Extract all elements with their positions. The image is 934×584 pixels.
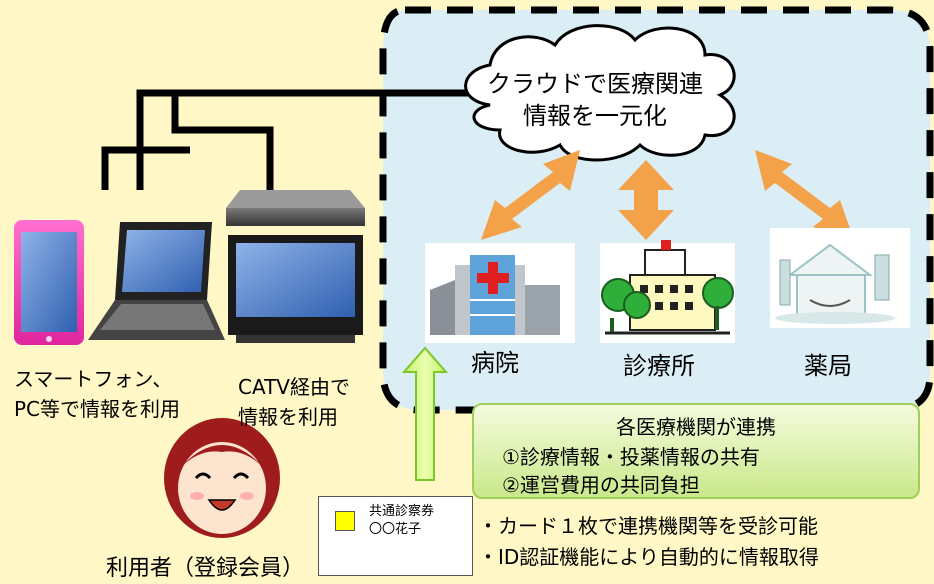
orange-double-arrows <box>481 150 854 240</box>
smartphone-icon <box>14 220 84 345</box>
card-holder-name: 〇〇花子 <box>369 522 422 537</box>
phone-pc-caption-line1: スマートフォン、 <box>14 367 173 391</box>
cloud-caption-line1: クラウドで医療関連 <box>487 70 703 98</box>
green-up-arrow <box>401 346 449 481</box>
collaboration-title: 各医療機関が連携 <box>616 415 776 439</box>
user-label: 利用者（登録会員） <box>106 556 305 581</box>
cloud-shape <box>464 24 736 162</box>
pharmacy-icon <box>770 228 910 328</box>
laptop-icon <box>88 222 225 340</box>
collaboration-item-1: ①診療情報・投薬情報の共有 <box>502 445 760 469</box>
clinic-label: 診療所 <box>623 352 695 380</box>
collaboration-box: 各医療機関が連携 ①診療情報・投薬情報の共有 ②運営費用の共同負担 <box>472 403 920 499</box>
cloud-caption: クラウドで医療関連 情報を一元化 <box>470 68 720 132</box>
phone-pc-caption-line2: PC等で情報を利用 <box>14 397 181 421</box>
catv-caption: CATV経由で 情報を利用 <box>238 372 350 432</box>
hospital-icon <box>425 243 575 343</box>
card-title: 共通診察券 <box>369 504 435 519</box>
set-top-box-icon <box>226 190 365 226</box>
tv-monitor-icon <box>228 235 363 343</box>
hospital-label: 病院 <box>471 349 519 377</box>
catv-caption-line1: CATV経由で <box>238 375 350 399</box>
user-face-icon <box>164 418 280 538</box>
card-chip-icon <box>335 511 355 531</box>
card-text: 共通診察券 〇〇花子 <box>369 503 434 539</box>
pharmacy-label: 薬局 <box>804 352 852 380</box>
benefit-line-2: ・ID認証機能により自動的に情報取得 <box>478 545 819 569</box>
benefit-line-1: ・カード１枚で連携機関等を受診可能 <box>478 514 818 538</box>
common-patient-card: 共通診察券 〇〇花子 <box>318 496 473 576</box>
network-connector-lines <box>101 89 470 190</box>
cloud-caption-line2: 情報を一元化 <box>523 102 667 130</box>
phone-pc-caption: スマートフォン、 PC等で情報を利用 <box>14 364 180 424</box>
clinic-icon <box>600 240 735 343</box>
collaboration-item-2: ②運営費用の共同負担 <box>502 473 700 497</box>
catv-caption-line2: 情報を利用 <box>238 405 338 429</box>
